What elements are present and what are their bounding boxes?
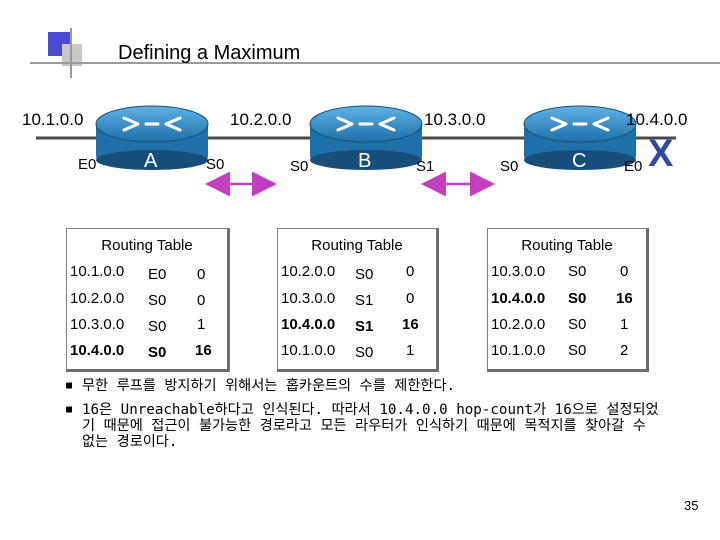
page-number: 35	[684, 498, 699, 513]
router-c-icon	[523, 105, 637, 170]
table-b-row3-net: 10.4.0.0	[281, 316, 336, 333]
router-b-icon	[309, 105, 423, 170]
router-a-port-right: S0	[206, 156, 225, 173]
table-b-row2-net: 10.3.0.0	[281, 290, 336, 307]
table-c-row1-net: 10.3.0.0	[491, 263, 546, 280]
router-c-port-right: E0	[624, 158, 643, 175]
table-b-row2-iface: S1	[355, 292, 374, 309]
table-a-row1-hops: 0	[197, 266, 206, 283]
table-b-row4-net: 10.1.0.0	[281, 342, 336, 359]
routing-table-heading: Routing Table	[521, 237, 613, 254]
table-a-row3-iface: S0	[148, 318, 167, 335]
table-c-row1-iface: S0	[568, 263, 587, 280]
network-label-4: 10.4.0.0	[626, 110, 688, 129]
note-item: ■ 무한 루프를 방지하기 위해서는 홉카운트의 수를 제한한다.	[66, 378, 666, 394]
table-a-row4-hops: 16	[195, 342, 212, 359]
square-bullet-icon: ■	[66, 404, 73, 415]
table-c-row3-net: 10.2.0.0	[491, 316, 546, 333]
table-b-row2-hops: 0	[406, 290, 415, 307]
routing-table-heading: Routing Table	[101, 237, 193, 254]
router-c-name: C	[572, 150, 587, 172]
table-c-row1-hops: 0	[620, 263, 629, 280]
table-b-row4-hops: 1	[406, 342, 415, 359]
router-b-port-left: S0	[290, 158, 309, 175]
table-a-row3-hops: 1	[197, 316, 206, 333]
routing-table-b: Routing Table	[277, 228, 439, 372]
table-c-row2-hops: 16	[616, 290, 633, 307]
routing-table-heading: Routing Table	[311, 237, 403, 254]
header-decoration-gray	[62, 44, 82, 66]
table-b-row1-iface: S0	[355, 266, 374, 283]
note-text: 16은 Unreachable하다고 인식된다. 따라서 10.4.0.0 ho…	[82, 402, 659, 450]
note-item: ■ 16은 Unreachable하다고 인식된다. 따라서 10.4.0.0 …	[66, 402, 666, 450]
table-b-row1-hops: 0	[406, 263, 415, 280]
table-b-row3-iface: S1	[355, 318, 374, 335]
link-failure-x-mark: X	[648, 133, 674, 175]
table-c-row2-net: 10.4.0.0	[491, 290, 546, 307]
routing-table-a: Routing Table	[66, 228, 230, 372]
page-title: Defining a Maximum	[118, 42, 301, 64]
table-a-row3-net: 10.3.0.0	[70, 316, 125, 333]
network-label-3: 10.3.0.0	[424, 110, 486, 129]
square-bullet-icon: ■	[66, 380, 73, 391]
header-decoration-vline	[70, 28, 72, 78]
router-b-port-right: S1	[416, 158, 435, 175]
table-b-row1-net: 10.2.0.0	[281, 263, 336, 280]
table-a-row2-iface: S0	[148, 292, 167, 309]
network-topology	[36, 105, 676, 197]
notes-list: ■ 무한 루프를 방지하기 위해서는 홉카운트의 수를 제한한다. ■ 16은 …	[66, 378, 666, 458]
table-c-row3-hops: 1	[620, 316, 629, 333]
routing-table-c: Routing Table	[487, 228, 649, 372]
router-c-port-left: S0	[500, 158, 519, 175]
network-label-1: 10.1.0.0	[22, 110, 84, 129]
table-b-row4-iface: S0	[355, 344, 374, 361]
table-a-row1-net: 10.1.0.0	[70, 263, 125, 280]
table-a-row4-iface: S0	[148, 344, 167, 361]
network-label-2: 10.2.0.0	[230, 110, 292, 129]
table-a-row1-iface: E0	[148, 266, 167, 283]
table-a-row2-hops: 0	[197, 292, 206, 309]
table-c-row4-hops: 2	[620, 342, 629, 359]
table-c-row4-iface: S0	[568, 342, 587, 359]
table-c-row2-iface: S0	[568, 290, 587, 307]
note-text: 무한 루프를 방지하기 위해서는 홉카운트의 수를 제한한다.	[82, 378, 456, 394]
router-a-name: A	[144, 150, 158, 172]
table-a-row4-net: 10.4.0.0	[70, 342, 125, 359]
router-b-name: B	[358, 150, 372, 172]
router-a-port-left: E0	[78, 156, 97, 173]
router-a-icon	[95, 105, 209, 170]
table-c-row3-iface: S0	[568, 316, 587, 333]
table-a-row2-net: 10.2.0.0	[70, 290, 125, 307]
table-c-row4-net: 10.1.0.0	[491, 342, 546, 359]
table-b-row3-hops: 16	[402, 316, 419, 333]
header-rule	[30, 62, 720, 64]
